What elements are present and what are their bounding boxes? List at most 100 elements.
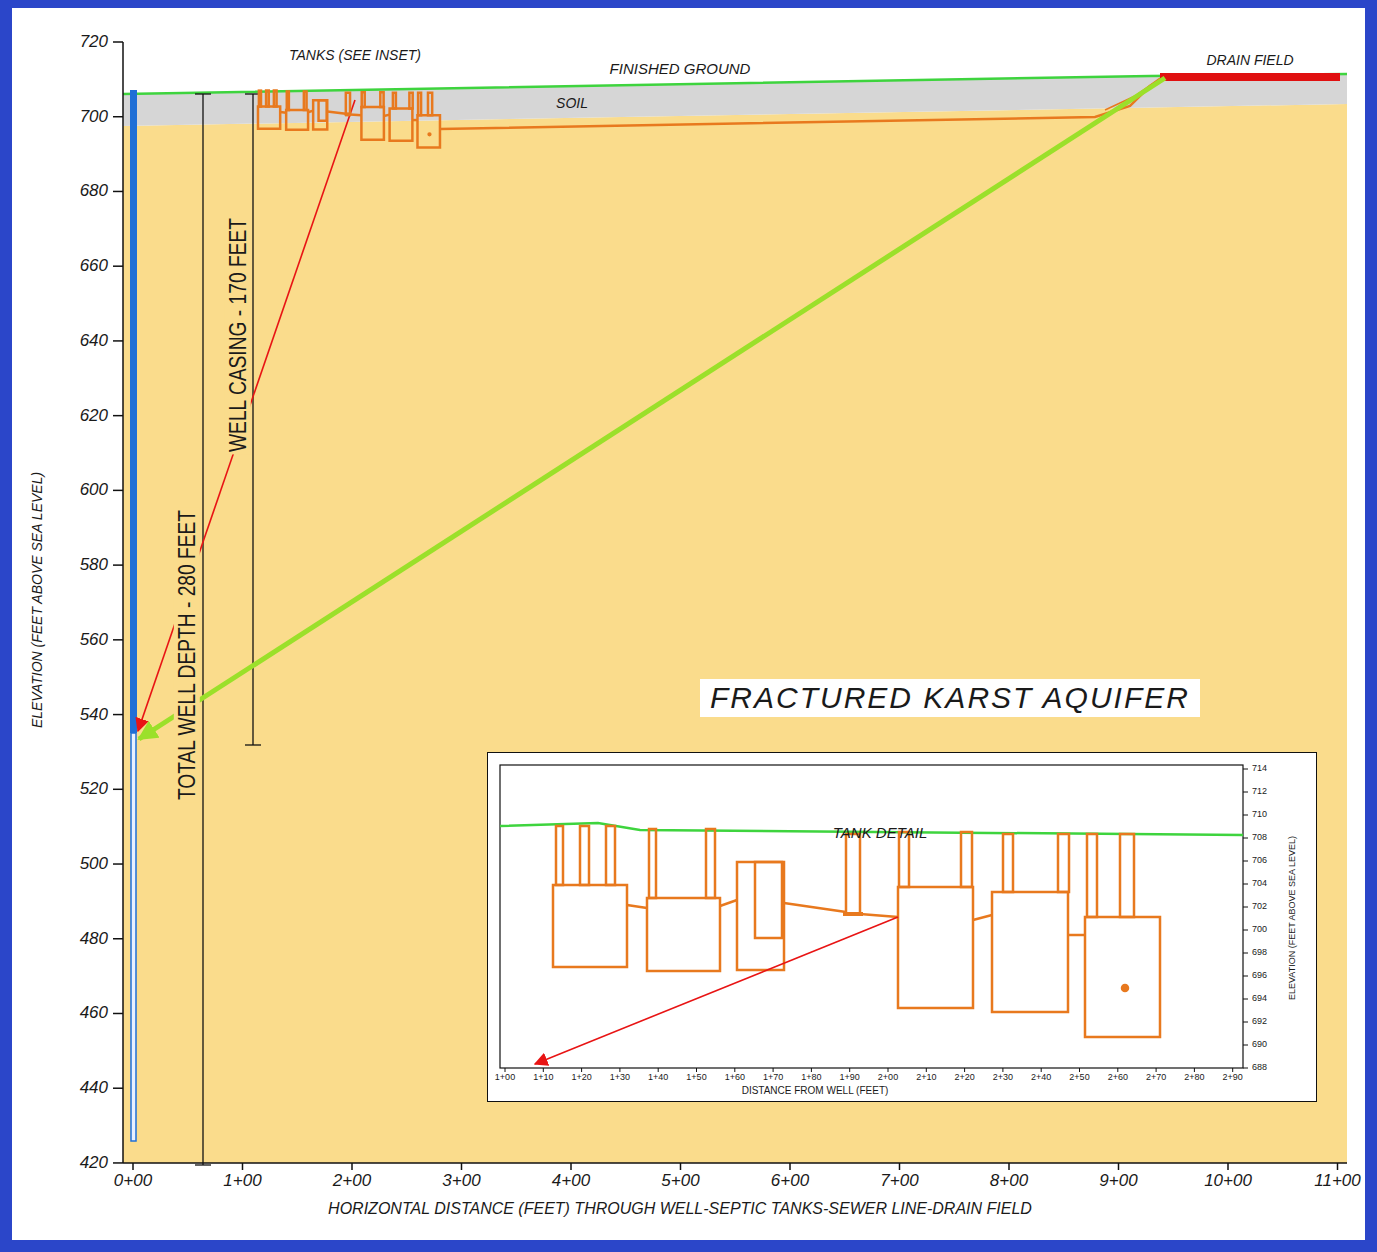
tick-label: 460 <box>80 1004 108 1023</box>
tick-label: 696 <box>1252 971 1267 981</box>
axis-tick <box>619 1068 620 1072</box>
axis-tick <box>113 191 123 193</box>
septic-tanks <box>258 91 440 148</box>
tick-label: 540 <box>80 705 108 724</box>
axis-tick <box>1243 976 1248 977</box>
tick-label: 640 <box>80 332 108 351</box>
tick-label: 2+80 <box>1184 1073 1204 1083</box>
axis-tick <box>581 1068 582 1072</box>
tick-label: 2+00 <box>878 1073 898 1083</box>
axis-tick <box>1243 953 1248 954</box>
axis-tick <box>658 1068 659 1072</box>
dimension-label: WELL CASING - 170 FEET <box>225 216 251 455</box>
drawing-part <box>202 94 203 1165</box>
axis-tick <box>1117 1068 1118 1072</box>
tick-label: 620 <box>80 406 108 425</box>
drawing-part <box>122 42 124 1163</box>
tick-label: 712 <box>1252 787 1267 797</box>
axis-tick <box>1232 1068 1233 1072</box>
axis-title: DISTANCE FROM WELL (FEET) <box>742 1085 889 1096</box>
drain-field <box>1160 73 1340 81</box>
flow-arrow <box>138 100 355 731</box>
drawing-part <box>252 94 253 745</box>
axis-tick <box>888 1068 889 1072</box>
axis-tick <box>1079 1068 1080 1072</box>
axis-tick <box>351 1163 353 1170</box>
tick-label: 2+60 <box>1108 1073 1128 1083</box>
tick-label: 2+40 <box>1031 1073 1051 1083</box>
tick-label: 1+80 <box>801 1073 821 1083</box>
tick-label: 1+60 <box>725 1073 745 1083</box>
axis-tick <box>849 1068 850 1072</box>
axis-tick <box>242 1163 244 1170</box>
axis-tick <box>1243 884 1248 885</box>
tick-label: 0+00 <box>114 1172 152 1191</box>
axis-tick <box>789 1163 791 1170</box>
septic-tanks <box>553 826 1160 1037</box>
open-borehole <box>131 733 136 1141</box>
tick-label: 702 <box>1252 902 1267 912</box>
tick-label: 2+20 <box>954 1073 974 1083</box>
axis-tick <box>1194 1068 1195 1072</box>
tick-label: 440 <box>80 1079 108 1098</box>
axis-title: ELEVATION (FEET ABOVE SEA LEVEL) <box>30 472 45 728</box>
tick-label: 1+90 <box>840 1073 860 1083</box>
tick-label: 1+70 <box>763 1073 783 1083</box>
layer-label: DRAIN FIELD <box>1206 53 1293 68</box>
axis-tick <box>1243 1045 1248 1046</box>
inset-ground <box>487 752 1317 1102</box>
tick-label: 1+30 <box>610 1073 630 1083</box>
sewer-line <box>440 77 1165 129</box>
tick-label: 4+00 <box>552 1172 590 1191</box>
axis-tick <box>811 1068 812 1072</box>
tick-label: 3+00 <box>442 1172 480 1191</box>
tick-label: 420 <box>80 1154 108 1173</box>
callout-label: TANKS (SEE INSET) <box>289 48 421 63</box>
tick-label: 7+00 <box>880 1172 918 1191</box>
tick-label: 560 <box>80 630 108 649</box>
tick-label: 714 <box>1252 764 1267 774</box>
inset-panel: TANK DETAIL <box>487 752 1317 1102</box>
tick-label: 688 <box>1252 1063 1267 1073</box>
axis-tick <box>113 789 123 791</box>
axis-tick <box>964 1068 965 1072</box>
drawing-part <box>245 744 261 745</box>
tick-label: 2+00 <box>333 1172 371 1191</box>
axis-tick <box>1227 1163 1229 1170</box>
axis-tick <box>1243 792 1248 793</box>
tick-label: 1+00 <box>495 1073 515 1083</box>
tick-label: 580 <box>80 556 108 575</box>
layer-label: SOIL <box>556 96 588 111</box>
inset-ticks <box>505 769 1248 1072</box>
tick-label: 692 <box>1252 1017 1267 1027</box>
inset-plot-frame <box>500 765 1243 1068</box>
tick-label: 2+90 <box>1223 1073 1243 1083</box>
axis-tick <box>1337 1163 1339 1170</box>
layer-label: FINISHED GROUND <box>610 61 751 78</box>
tick-label: 500 <box>80 855 108 874</box>
tick-label: 2+50 <box>1069 1073 1089 1083</box>
axis-tick <box>1243 999 1248 1000</box>
well-casing <box>130 90 137 733</box>
axis-tick <box>1243 769 1248 770</box>
axes <box>113 42 1347 1170</box>
tick-label: 2+70 <box>1146 1073 1166 1083</box>
axis-tick <box>926 1068 927 1072</box>
axis-tick <box>1156 1068 1157 1072</box>
axis-tick <box>1041 1068 1042 1072</box>
tick-label: 480 <box>80 929 108 948</box>
axis-tick <box>113 415 123 417</box>
tick-label: 2+30 <box>993 1073 1013 1083</box>
tick-label: 8+00 <box>990 1172 1028 1191</box>
tick-label: 5+00 <box>661 1172 699 1191</box>
axis-tick <box>113 863 123 865</box>
axis-tick <box>680 1163 682 1170</box>
dimension-lines <box>195 94 261 1165</box>
axis-tick <box>1118 1163 1120 1170</box>
axis-title: ELEVATION (FEET ABOVE SEA LEVEL) <box>1288 836 1298 1000</box>
axis-tick <box>734 1068 735 1072</box>
axis-tick <box>570 1163 572 1170</box>
tick-label: 694 <box>1252 994 1267 1004</box>
axis-tick <box>113 714 123 716</box>
tick-label: 1+40 <box>648 1073 668 1083</box>
